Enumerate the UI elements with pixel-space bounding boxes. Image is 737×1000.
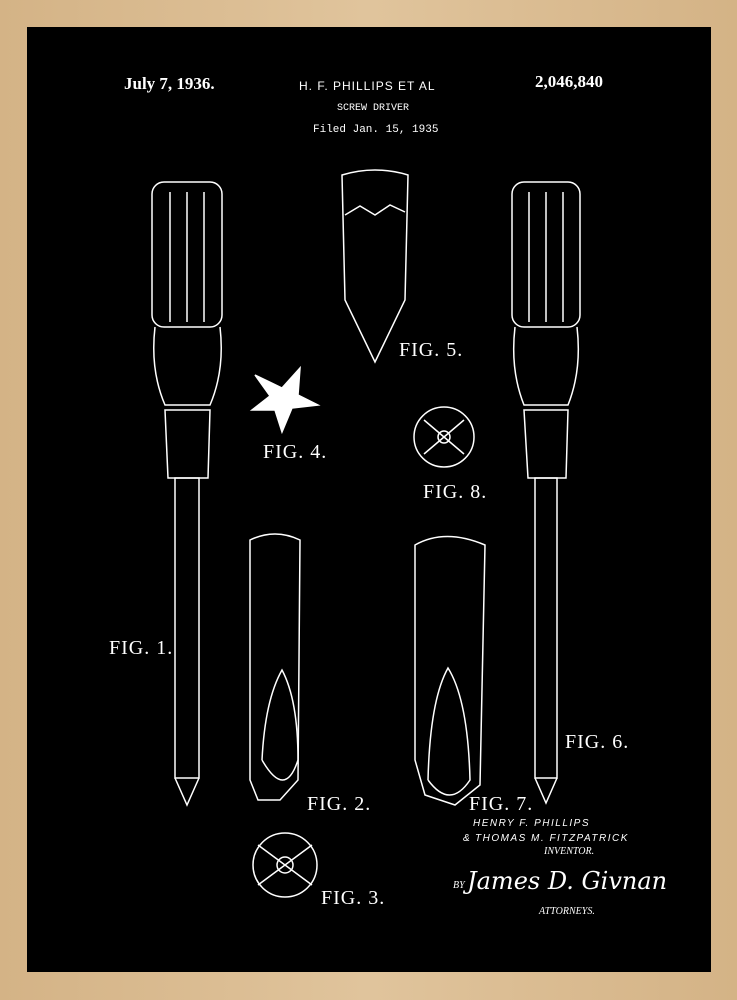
attorneys-label: ATTORNEYS.	[539, 906, 595, 917]
fig6-screwdriver	[511, 181, 581, 805]
fig3-label: FIG. 3.	[321, 887, 386, 909]
fig1-label: FIG. 1.	[109, 637, 174, 659]
filed-date: Filed Jan. 15, 1935	[313, 124, 439, 136]
fig4-cross-section	[249, 365, 321, 435]
fig5-bit-section	[341, 169, 409, 364]
inventor-role: INVENTOR.	[544, 846, 595, 857]
inventor-name-1: HENRY F. PHILLIPS	[473, 818, 591, 829]
fig2-label: FIG. 2.	[307, 793, 372, 815]
fig5-label: FIG. 5.	[399, 339, 464, 361]
fig2-tip	[249, 533, 301, 801]
fig8-end-view	[413, 406, 475, 468]
fig1-screwdriver	[151, 181, 223, 807]
by-label: BY	[453, 880, 465, 891]
attorney-signature: James D. Givnan	[467, 867, 668, 895]
patent-inventors: H. F. PHILLIPS ET AL	[299, 79, 436, 93]
patent-poster: July 7, 1936. H. F. PHILLIPS ET AL SCREW…	[27, 27, 711, 972]
fig4-label: FIG. 4.	[263, 441, 328, 463]
inventor-and: &	[463, 833, 472, 844]
inventor-name-2: THOMAS M. FITZPATRICK	[475, 833, 629, 844]
patent-date: July 7, 1936.	[124, 74, 215, 93]
patent-title: SCREW DRIVER	[337, 103, 410, 114]
patent-drawing	[151, 169, 581, 898]
fig7-label: FIG. 7.	[469, 793, 534, 815]
fig8-label: FIG. 8.	[423, 481, 488, 503]
fig7-tip	[414, 535, 486, 806]
patent-number: 2,046,840	[535, 72, 603, 91]
fig6-label: FIG. 6.	[565, 731, 630, 753]
fig3-end-view	[252, 832, 318, 898]
